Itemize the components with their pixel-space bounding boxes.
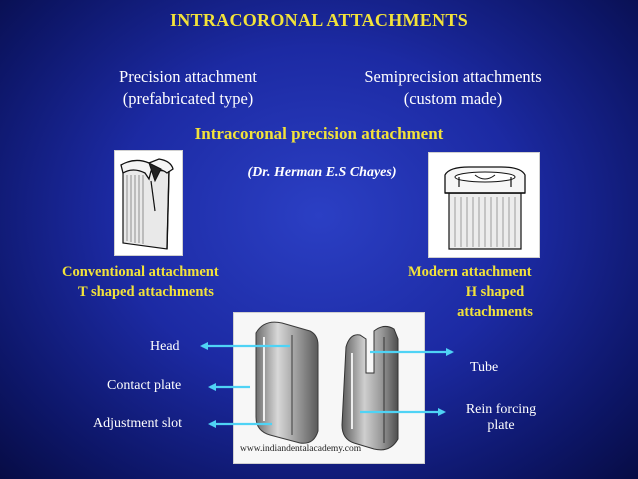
t-shaped-attachment-drawing-svg [115, 151, 182, 255]
t-shaped-attachments-label: T shaped attachments [78, 284, 214, 300]
reinforcing-plate-label: Rein forcing plate [455, 402, 547, 434]
semiprecision-line2: (custom made) [403, 89, 503, 108]
modern-attachment-label: Modern attachment [408, 264, 532, 280]
attachment-photo-svg [234, 313, 424, 463]
slide-title: INTRACORONAL ATTACHMENTS [169, 10, 469, 30]
semiprecision-line1: Semiprecision attachments [364, 67, 542, 86]
conventional-attachment-label: Conventional attachment [62, 264, 219, 280]
precision-line1: Precision attachment [119, 67, 257, 86]
contact-plate-label: Contact plate [107, 378, 182, 393]
t-shaped-attachment-drawing [114, 150, 183, 256]
author-credit: (Dr. Herman E.S Chayes) [247, 165, 397, 180]
adjustment-slot-label: Adjustment slot [93, 416, 183, 431]
watermark-text: www.indiandentalacademy.com [240, 444, 362, 454]
attachment-photo [233, 312, 425, 464]
h-shaped-line1: H shaped [465, 284, 525, 300]
precision-attachment-heading: Precision attachment (prefabricated type… [88, 66, 288, 110]
tube-label: Tube [470, 360, 499, 375]
reinforcing-line2: plate [487, 418, 515, 433]
section-subtitle: Intracoronal precision attachment [194, 124, 444, 143]
head-label: Head [150, 339, 180, 354]
reinforcing-line1: Rein forcing [465, 402, 537, 417]
h-shaped-attachment-drawing-svg [429, 153, 539, 257]
precision-line2: (prefabricated type) [122, 89, 254, 108]
h-shaped-attachments-label: H shaped attachments [455, 282, 535, 322]
h-shaped-line2: attachments [457, 304, 533, 320]
semiprecision-attachment-heading: Semiprecision attachments (custom made) [330, 66, 576, 110]
h-shaped-attachment-drawing [428, 152, 540, 258]
